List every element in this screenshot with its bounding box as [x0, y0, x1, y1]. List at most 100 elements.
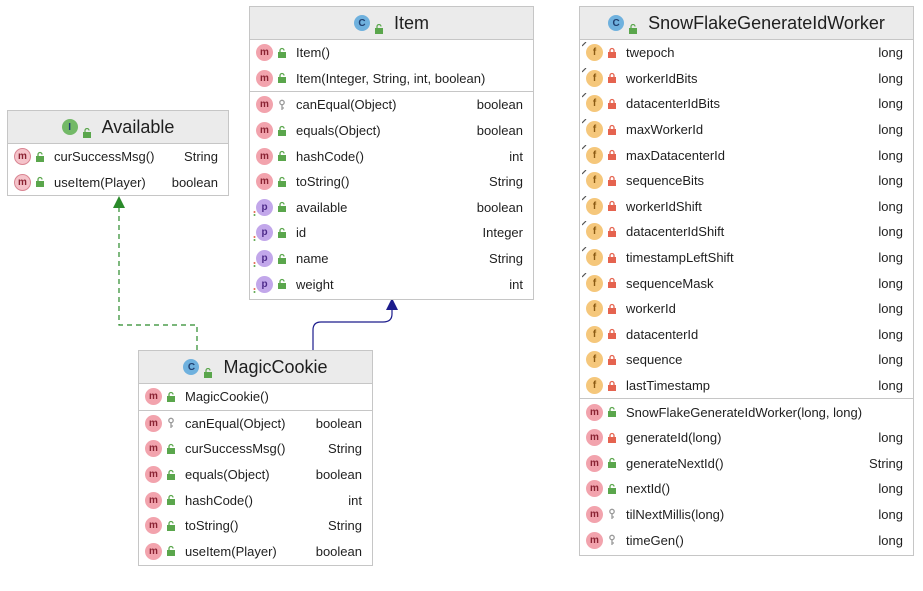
method-icon: m [145, 466, 162, 484]
method-icon: m [586, 480, 603, 498]
member-name: equals(Object) [296, 123, 381, 139]
member-name: nextId() [626, 481, 671, 497]
public-lock-icon [276, 201, 288, 213]
static-field-icon: f [582, 170, 603, 190]
member-name: workerId [626, 301, 676, 317]
field-icon: f [586, 300, 603, 318]
snowflake-header[interactable]: C SnowFlakeGenerateIdWorker [580, 7, 913, 40]
available-header[interactable]: I Available [8, 111, 228, 144]
member-type: long [878, 506, 903, 522]
member-type: long [878, 96, 903, 112]
inheritance-arrowhead [386, 298, 398, 310]
field-row[interactable]: f datacenterId long [580, 322, 913, 348]
public-lock-icon [165, 520, 177, 532]
member-type: long [878, 147, 903, 163]
method-row[interactable]: m tilNextMillis(long) long [580, 502, 913, 528]
member-type: Integer [482, 225, 523, 241]
constructor-row[interactable]: m Item() [250, 40, 533, 66]
member-type: int [509, 276, 523, 292]
member-name: Item() [296, 45, 330, 61]
member-name: tilNextMillis(long) [626, 506, 725, 522]
magiccookie-header[interactable]: C MagicCookie [139, 351, 372, 384]
method-icon: m [256, 173, 273, 191]
method-icon: m [586, 531, 603, 549]
public-lock-icon [606, 406, 618, 418]
public-lock-icon [374, 18, 384, 34]
item-header[interactable]: C Item [250, 7, 533, 40]
member-type: long [878, 430, 903, 446]
public-lock-icon [606, 457, 618, 469]
member-name: hashCode() [296, 148, 364, 164]
property-icon: p [253, 250, 273, 268]
member-type: long [878, 250, 903, 266]
private-lock-icon [606, 328, 618, 340]
public-lock-icon [82, 122, 92, 138]
class-icon: C [608, 15, 625, 31]
member-name: MagicCookie() [185, 389, 269, 405]
member-name: useItem(Player) [54, 174, 146, 190]
member-type: boolean [315, 415, 362, 431]
property-icon: p [253, 224, 273, 242]
method-icon: m [586, 505, 603, 523]
private-lock-icon [606, 380, 618, 392]
method-icon: m [256, 44, 273, 62]
member-name: useItem(Player) [185, 543, 277, 559]
member-name: available [296, 199, 348, 215]
realization-arrowhead [113, 196, 125, 208]
public-lock-icon [165, 545, 177, 557]
member-type: String [489, 174, 523, 190]
member-type: long [878, 326, 903, 342]
field-icon: f [586, 351, 603, 369]
property-icon: p [253, 275, 273, 293]
public-lock-icon [165, 443, 177, 455]
member-name: datacenterId [626, 326, 699, 342]
field-icon: f [586, 325, 603, 343]
member-type: int [348, 492, 362, 508]
private-lock-icon [606, 124, 618, 136]
member-name: name [296, 251, 329, 267]
member-type: String [328, 441, 362, 457]
member-name: hashCode() [185, 492, 253, 508]
